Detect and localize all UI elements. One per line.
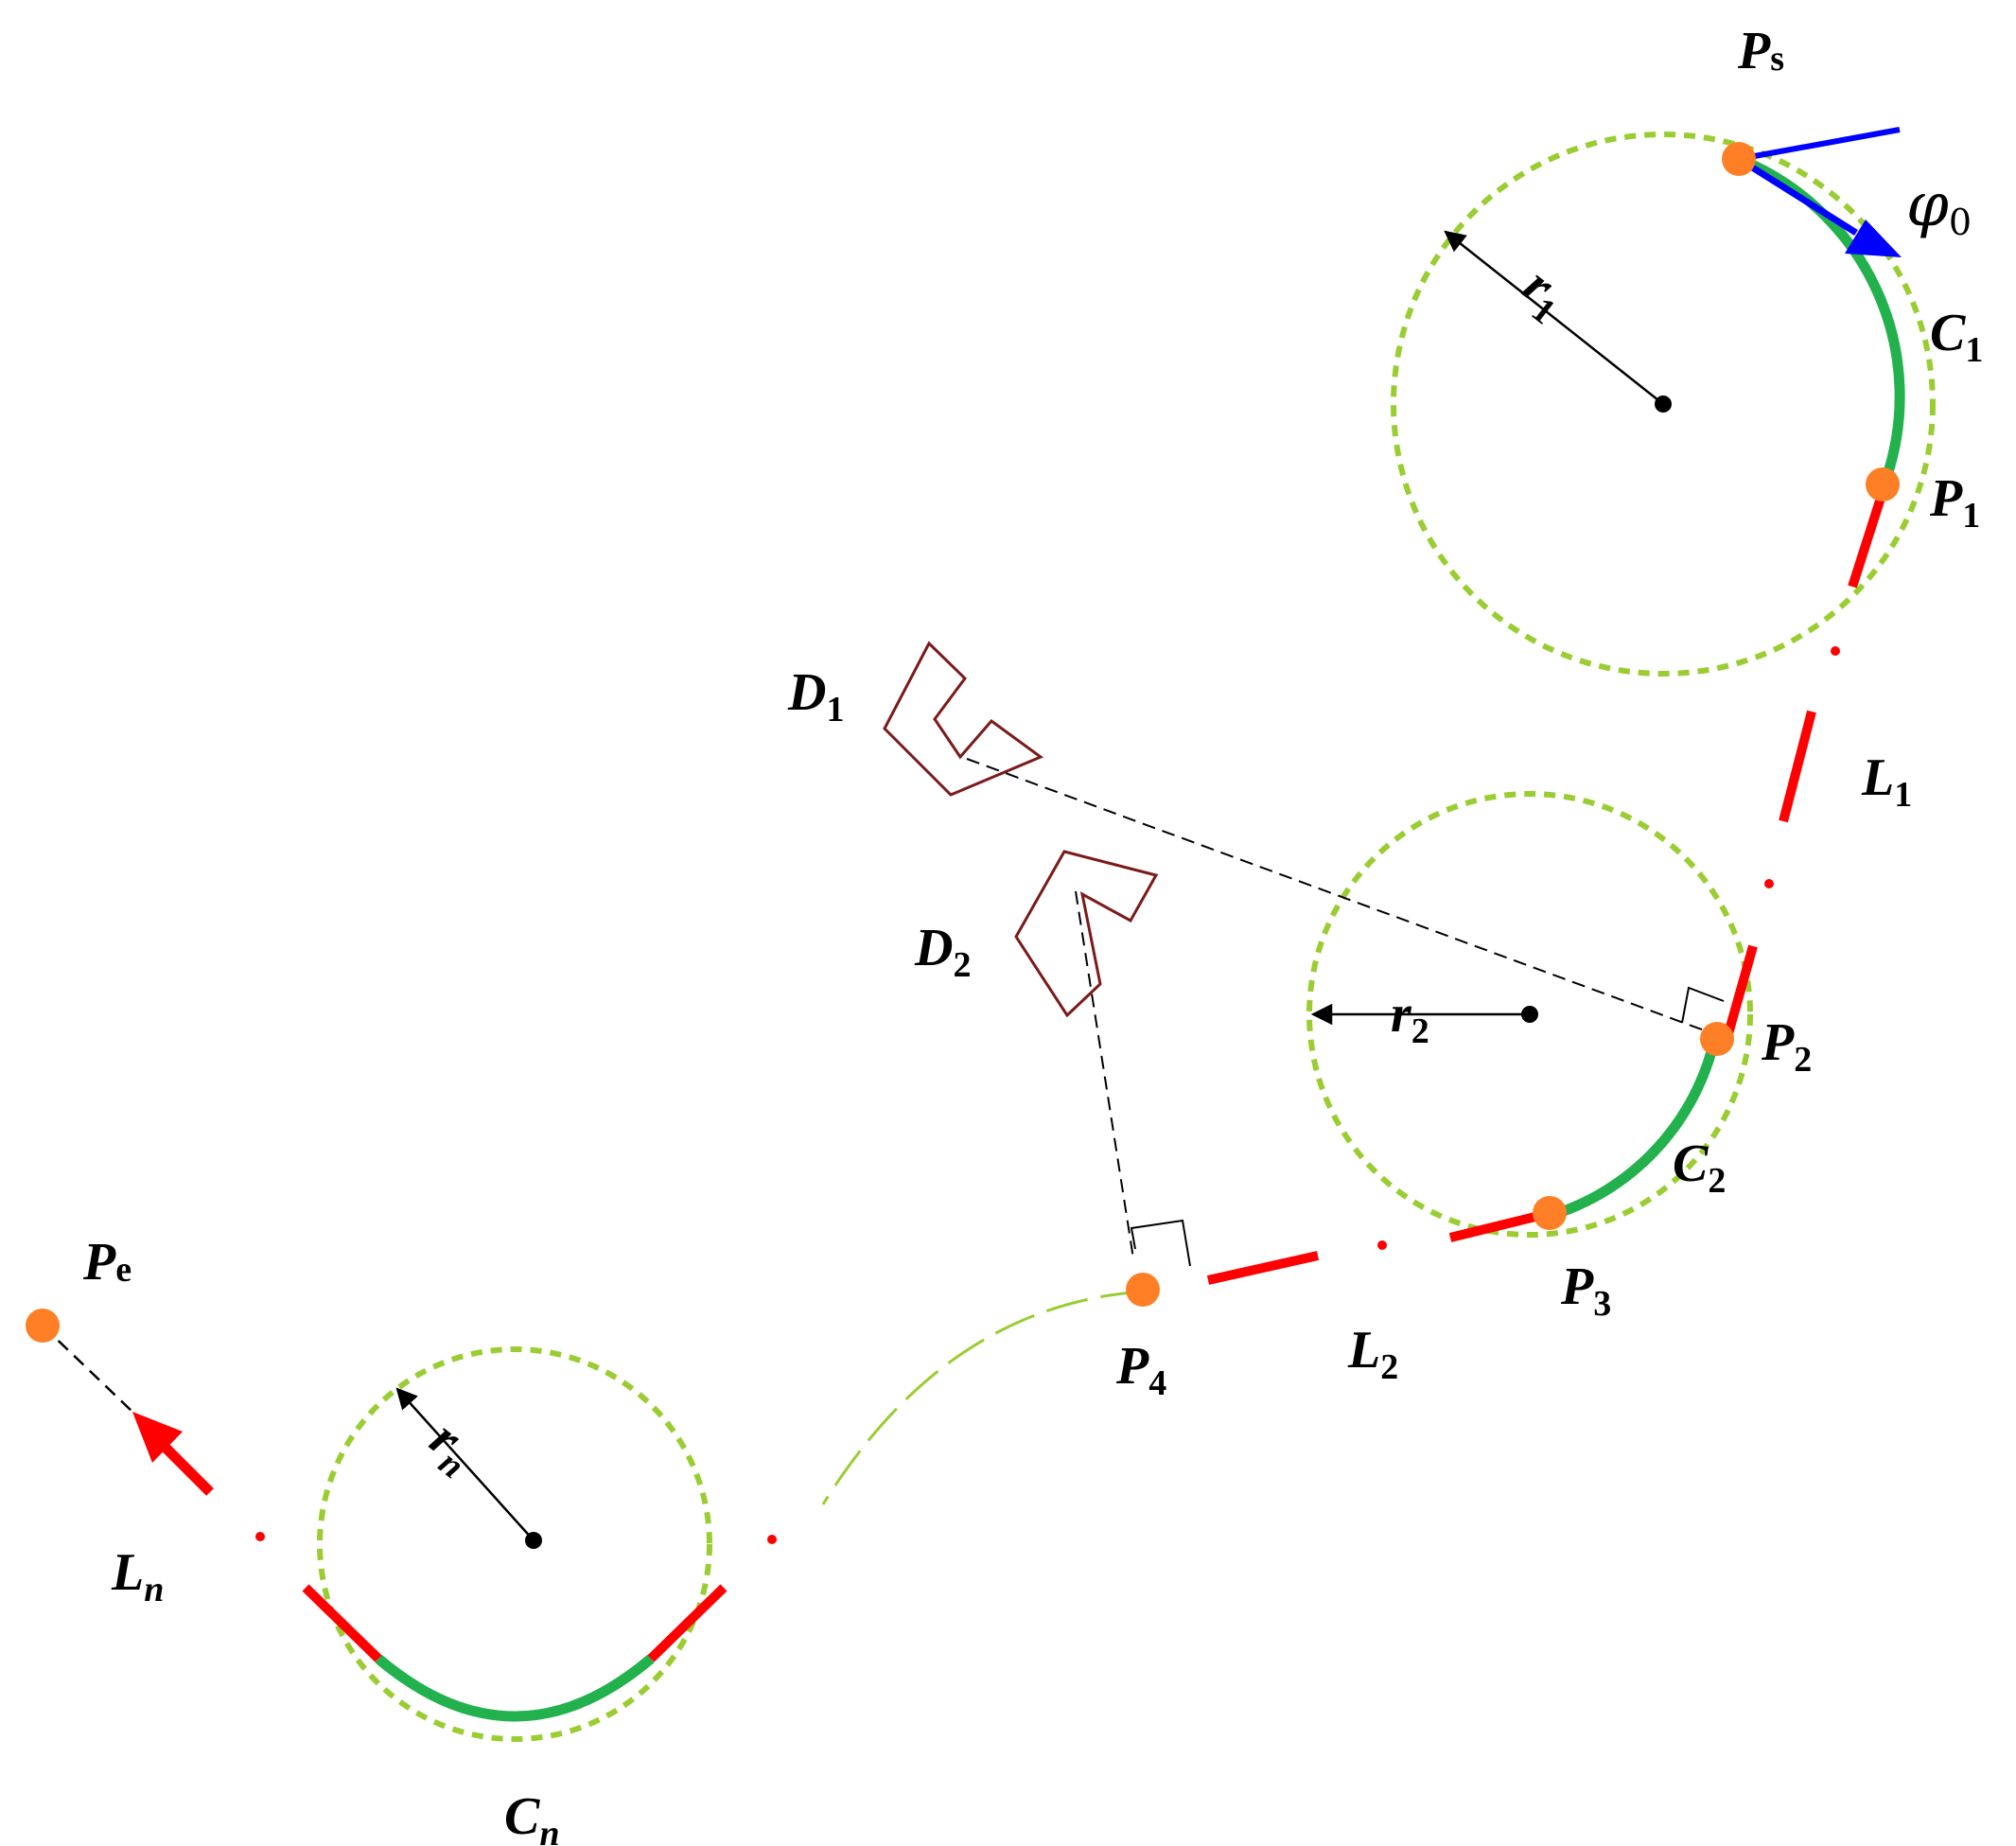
label-phi0: φ0 <box>1906 170 1972 243</box>
guide-circle-2 <box>1306 791 1753 1238</box>
waypoint-p3 <box>1533 1196 1567 1230</box>
end-lead-dashed <box>42 1325 133 1413</box>
label-d1: D1 <box>787 663 844 730</box>
line-l2-seg-b <box>1206 1251 1320 1285</box>
label-p2: P2 <box>1761 1013 1812 1080</box>
heading-arrow-shaft <box>1737 156 1858 236</box>
label-p4: P4 <box>1115 1337 1166 1403</box>
obstacle-d1 <box>883 641 1044 797</box>
waypoint-p2 <box>1700 1022 1734 1056</box>
label-l2: L2 <box>1347 1321 1398 1387</box>
right-angle-d1 <box>1681 986 1725 1024</box>
guide-circle-n <box>317 1346 712 1742</box>
label-ps: Ps <box>1737 22 1784 80</box>
arc-c1 <box>1736 153 1905 483</box>
connecting-curve <box>821 1290 1144 1505</box>
waypoint-ps <box>1722 142 1756 176</box>
right-angle-d2 <box>1130 1219 1191 1267</box>
label-c2: C2 <box>1673 1134 1726 1201</box>
label-l1: L1 <box>1861 748 1912 815</box>
waypoint-pe <box>26 1309 60 1343</box>
line-l1-seg-c <box>1723 944 1758 1039</box>
label-c1: C1 <box>1930 304 1983 370</box>
label-r1: r1 <box>1508 256 1579 332</box>
end-arrow-head <box>132 1412 183 1463</box>
line-l1-dot-b <box>1764 879 1774 888</box>
line-ln-seg-left <box>302 1584 382 1662</box>
line-l1-dot-a <box>1831 646 1840 656</box>
line-l1-seg-a <box>1848 490 1887 589</box>
guide-circle-1 <box>1391 132 1936 677</box>
label-ln: Ln <box>111 1543 164 1609</box>
line-ln-dot-left <box>255 1532 265 1541</box>
label-r2: r2 <box>1391 985 1429 1051</box>
radius-rn-line <box>395 1387 535 1541</box>
arc-cn <box>375 1654 655 1722</box>
end-arrow-shaft <box>159 1441 214 1496</box>
line-ln-seg-right <box>647 1584 728 1662</box>
waypoint-p4 <box>1126 1273 1160 1307</box>
heading-arrow-head <box>1845 220 1902 257</box>
center-cn <box>525 1532 542 1549</box>
label-cn: Cn <box>504 1787 560 1846</box>
center-c1 <box>1655 396 1672 413</box>
waypoint-p1 <box>1866 467 1900 501</box>
heading-ref-line <box>1738 127 1901 162</box>
line-l2-seg-a <box>1448 1209 1549 1242</box>
arc-c2 <box>1548 1039 1720 1222</box>
distance-d2 <box>1075 890 1134 1259</box>
label-p1: P1 <box>1929 469 1980 536</box>
radius-r1-line <box>1444 230 1664 405</box>
center-c2 <box>1521 1006 1538 1023</box>
label-p3: P3 <box>1560 1257 1611 1324</box>
line-l1-seg-b <box>1779 710 1816 823</box>
line-ln-dot-right <box>767 1535 777 1544</box>
distance-d1 <box>966 758 1718 1036</box>
label-d2: D2 <box>914 919 971 985</box>
label-pe: Pe <box>82 1233 131 1292</box>
line-l2-dot <box>1377 1240 1387 1250</box>
obstacle-d2 <box>1014 850 1159 1018</box>
